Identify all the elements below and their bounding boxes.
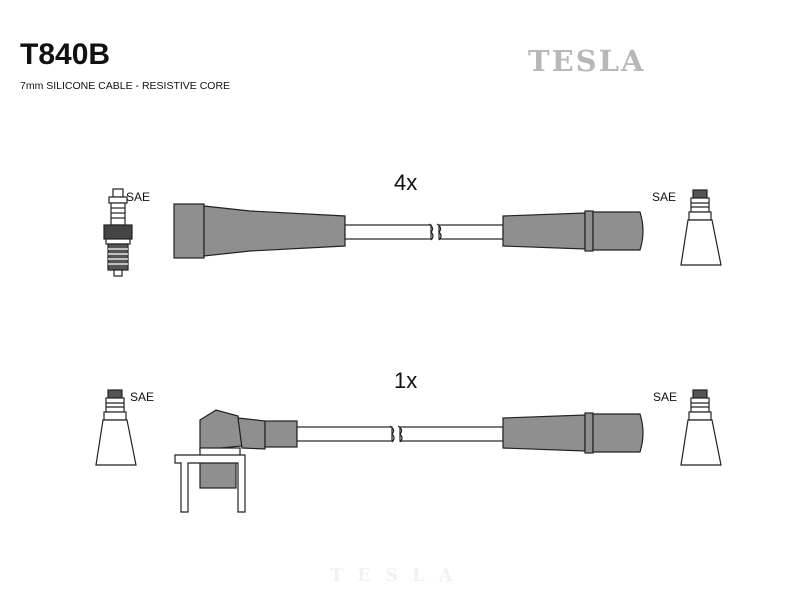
lead-2-right-boot [502,412,644,454]
lead-1-coil-terminal-icon [680,189,722,266]
lead-1-left-boot [173,203,346,259]
lead-2-left-sae-label: SAE [130,390,155,404]
lead-1-cable [344,223,504,241]
lead-2-cable [296,425,504,443]
lead-2-quantity: 1x [394,368,418,393]
lead-1-spark-plug-icon [103,188,133,277]
lead-2-right-sae-label: SAE [653,390,678,404]
lead-2-left-terminal-icon [95,389,137,466]
cable-description: 7mm SILICONE CABLE - RESISTIVE CORE [20,80,231,92]
lead-1-left-sae-label: SAE [126,190,151,204]
part-number: T840B [20,38,111,71]
lead-1-right-boot [502,210,644,252]
lead-2-right-terminal-icon [680,389,722,466]
lead-2-angled-boot [174,409,298,513]
lead-1-right-sae-label: SAE [652,190,677,204]
brand-watermark: TESLA [330,565,467,586]
lead-1-quantity: 4x [394,170,418,195]
brand-logo: TESLA [528,44,646,78]
